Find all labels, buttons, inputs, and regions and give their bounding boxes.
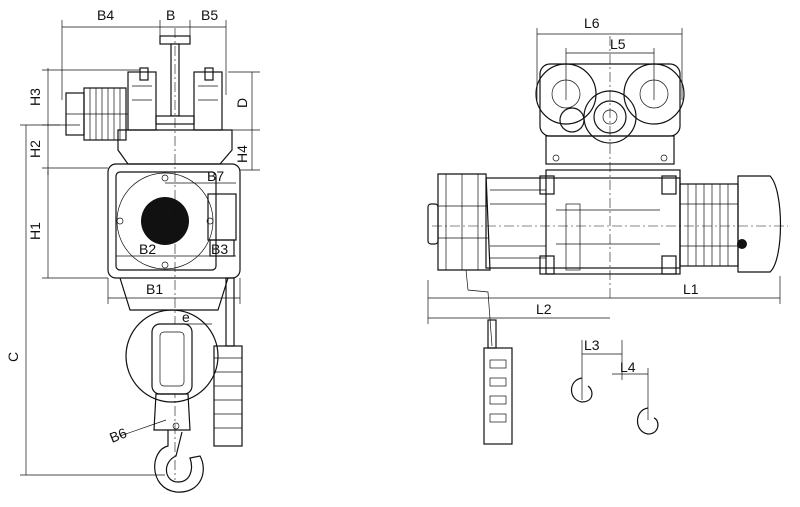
- front-view: B4 B B5 H3 H2 H1 C D H4: [5, 7, 260, 493]
- label-l1: L1: [683, 281, 699, 297]
- label-l6: L6: [584, 15, 600, 31]
- label-b6: B6: [107, 424, 129, 445]
- label-b1: B1: [146, 281, 163, 297]
- label-b5: B5: [201, 7, 218, 23]
- side-view: L6 L5: [427, 15, 788, 445]
- label-e: e: [182, 309, 190, 325]
- label-h3: H3: [27, 88, 43, 106]
- label-h2: H2: [27, 140, 43, 158]
- label-h1: H1: [27, 222, 43, 240]
- label-b4: B4: [97, 7, 114, 23]
- label-c: C: [5, 352, 21, 362]
- label-d: D: [234, 98, 250, 108]
- label-b: B: [166, 7, 175, 23]
- label-l5: L5: [610, 36, 626, 52]
- label-b2: B2: [139, 241, 156, 257]
- label-l2: L2: [536, 301, 552, 317]
- label-b7: B7: [207, 168, 224, 184]
- label-h4: H4: [234, 145, 250, 163]
- label-b3: B3: [211, 241, 228, 257]
- label-l3: L3: [584, 337, 600, 353]
- label-l4: L4: [620, 359, 636, 375]
